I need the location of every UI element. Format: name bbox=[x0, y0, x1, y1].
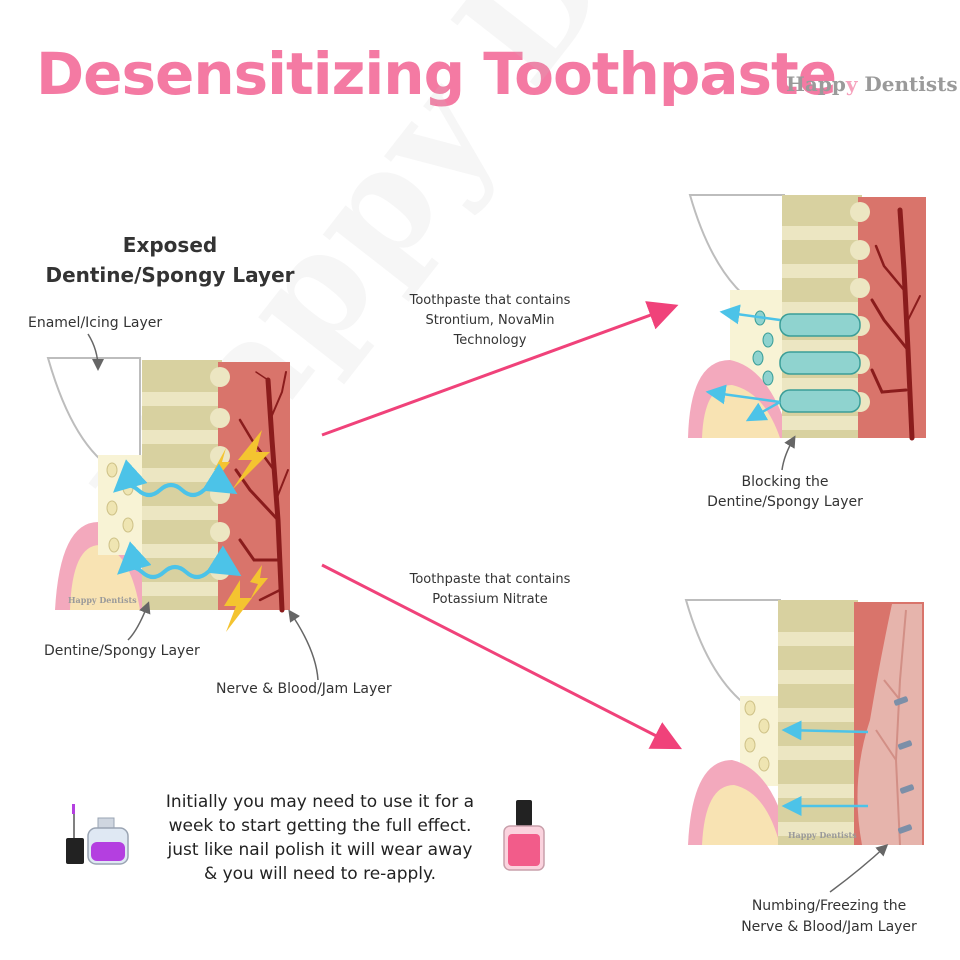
blocking-label: Blocking the Dentine/Spongy Layer bbox=[690, 472, 880, 512]
enamel-label: Enamel/Icing Layer bbox=[28, 315, 163, 331]
brand-part-2: y bbox=[845, 72, 858, 96]
numbing-pointer bbox=[829, 843, 889, 893]
strontium-label-line-2: Strontium, NovaMin bbox=[425, 313, 555, 328]
usage-note-line-4: & you will need to re-apply. bbox=[203, 864, 437, 884]
dentine-pointer bbox=[127, 601, 151, 641]
usage-note-line-2: week to start getting the full effect. bbox=[168, 816, 472, 836]
numbing-label: Numbing/Freezing the Nerve & Blood/Jam L… bbox=[722, 896, 936, 938]
dentine-label: Dentine/Spongy Layer bbox=[44, 643, 200, 659]
heading-line-1: Exposed bbox=[122, 233, 218, 257]
brand-part-3: Dentists bbox=[857, 72, 958, 96]
nerve-label: Nerve & Blood/Jam Layer bbox=[216, 681, 392, 697]
blocking-diagram bbox=[688, 194, 926, 441]
numbing-label-line-1: Numbing/Freezing the bbox=[751, 898, 907, 914]
arrow-to-blocking bbox=[321, 301, 679, 437]
blocking-label-line-1: Blocking the bbox=[741, 474, 829, 490]
blocking-label-line-2: Dentine/Spongy Layer bbox=[707, 494, 863, 510]
heading-line-2: Dentine/Spongy Layer bbox=[45, 263, 295, 287]
blocking-pointer bbox=[781, 435, 796, 471]
numbing-label-line-2: Nerve & Blood/Jam Layer bbox=[741, 919, 917, 935]
potassium-label-line-2: Potassium Nitrate bbox=[432, 592, 548, 607]
usage-note-line-1: Initially you may need to use it for a bbox=[165, 792, 475, 812]
brand-part-1: Happ bbox=[786, 72, 846, 96]
left-tooth-diagram: Happy Dentists bbox=[46, 357, 290, 632]
enamel-pointer bbox=[87, 333, 104, 371]
nail-polish-purple-icon bbox=[66, 804, 129, 865]
usage-note: Initially you may need to use it for a w… bbox=[150, 790, 490, 886]
nail-polish-pink-icon bbox=[503, 800, 545, 871]
strontium-label-line-3: Technology bbox=[453, 333, 527, 348]
page-title: Desensitizing Toothpaste bbox=[36, 40, 837, 108]
strontium-label: Toothpaste that contains Strontium, Nova… bbox=[380, 291, 600, 351]
potassium-label: Toothpaste that contains Potassium Nitra… bbox=[380, 570, 600, 610]
nerve-pointer bbox=[288, 609, 319, 681]
right-mini-brand: Happy Dentists bbox=[788, 830, 857, 840]
potassium-label-line-1: Toothpaste that contains bbox=[409, 572, 571, 587]
numbing-diagram: Happy Dentists bbox=[684, 599, 924, 846]
strontium-label-line-1: Toothpaste that contains bbox=[409, 293, 571, 308]
exposed-dentine-heading: Exposed Dentine/Spongy Layer bbox=[20, 230, 320, 290]
usage-note-line-3: just like nail polish it will wear away bbox=[167, 840, 473, 860]
brand-logo: Happy Dentists bbox=[786, 72, 958, 96]
arrow-to-numbing bbox=[321, 563, 683, 750]
left-mini-brand: Happy Dentists bbox=[68, 595, 137, 605]
